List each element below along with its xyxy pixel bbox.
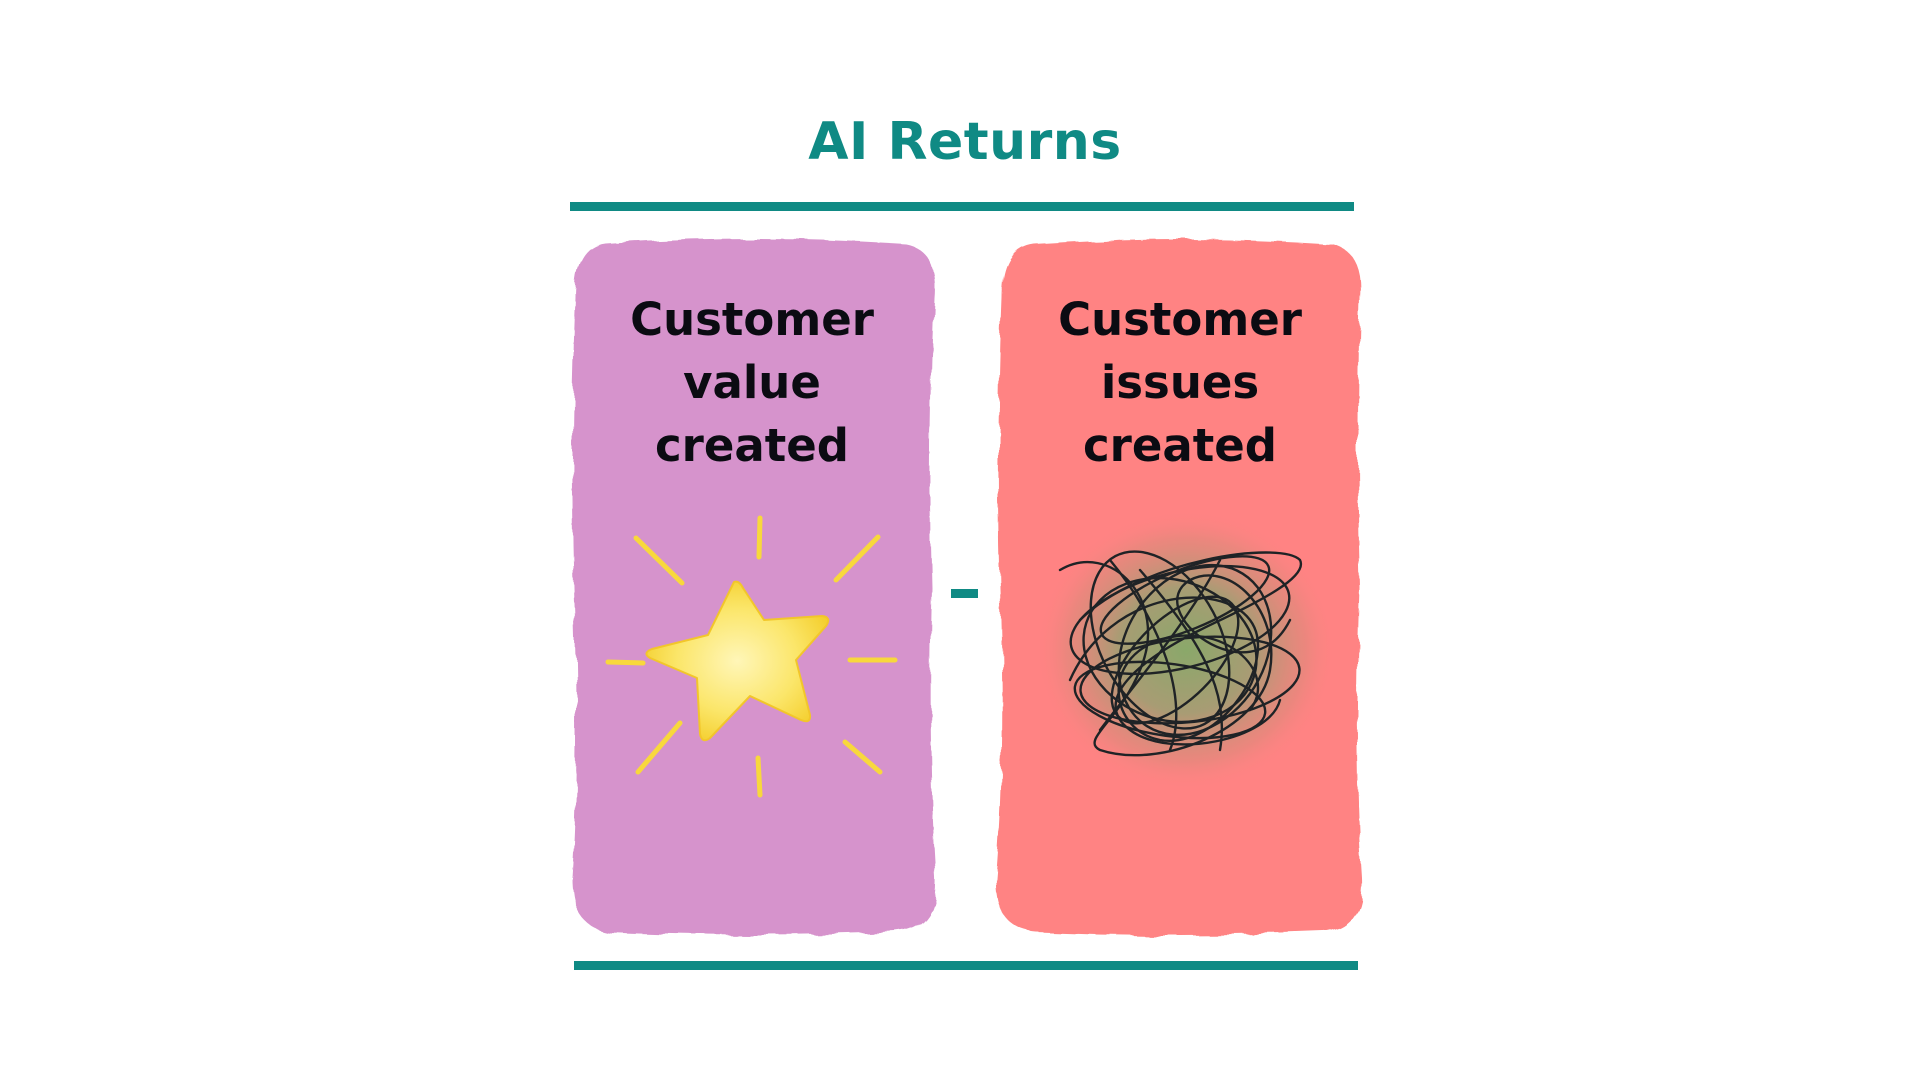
scribble-icon	[1030, 510, 1330, 790]
scribble-lines	[1058, 550, 1303, 757]
label-line: created	[1083, 419, 1277, 472]
customer-value-label: Customer value created	[566, 288, 938, 477]
customer-value-card: Customer value created	[566, 238, 938, 936]
minus-operator	[951, 589, 978, 598]
label-line: Customer	[630, 293, 874, 346]
customer-issues-label: Customer issues created	[990, 288, 1370, 477]
bottom-divider	[574, 961, 1358, 970]
sparkle-rays	[605, 515, 898, 798]
label-line: value	[683, 356, 821, 409]
label-line: Customer	[1058, 293, 1302, 346]
star-icon	[605, 515, 898, 798]
label-line: created	[655, 419, 849, 472]
card-background	[572, 239, 937, 935]
top-divider	[570, 202, 1354, 211]
label-line: issues	[1100, 356, 1260, 409]
diagram-title: AI Returns	[808, 112, 1122, 172]
